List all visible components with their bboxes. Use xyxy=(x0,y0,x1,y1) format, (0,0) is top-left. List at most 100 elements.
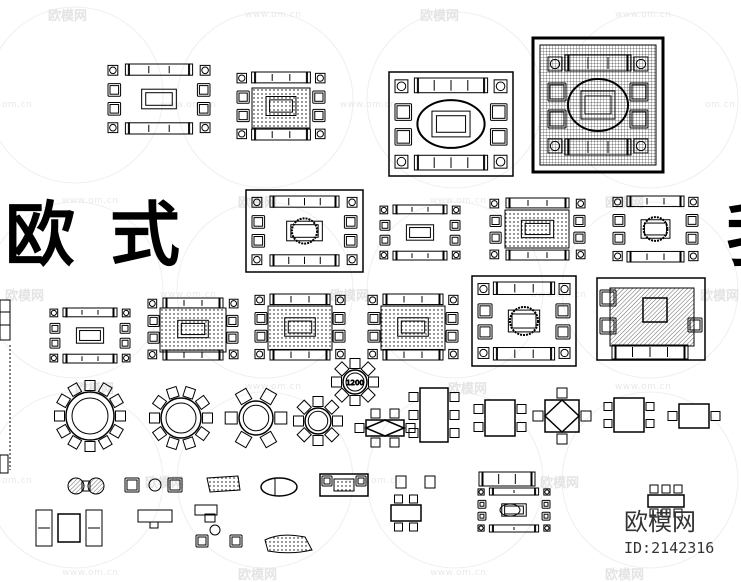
dining-chair xyxy=(234,430,253,449)
watermark-site: www.om.cn xyxy=(430,568,487,578)
dining-chair xyxy=(645,419,655,428)
coffee-table xyxy=(405,224,435,241)
watermark-site: www.om.cn xyxy=(245,382,302,392)
armchair xyxy=(254,311,268,325)
watermark-logo: 欧模网 xyxy=(605,196,645,211)
dining-chair xyxy=(449,410,460,420)
dining-chair xyxy=(54,410,65,422)
end-table xyxy=(451,205,461,215)
sofa-top xyxy=(564,54,632,72)
armchair xyxy=(254,329,268,343)
sofa-top xyxy=(382,293,444,306)
end-table xyxy=(394,79,409,94)
armchair xyxy=(367,311,381,325)
armchair xyxy=(541,511,551,521)
sofa-top xyxy=(392,204,448,215)
watermark-logo: 欧模网 xyxy=(238,196,278,211)
end-table xyxy=(254,294,265,306)
dining-chair xyxy=(67,434,83,450)
end-table xyxy=(558,283,571,295)
armchair xyxy=(612,231,626,245)
armchair xyxy=(445,311,459,325)
sofa-bottom xyxy=(488,524,540,533)
table-size-label: 1200 xyxy=(346,379,364,387)
end-table xyxy=(314,128,326,140)
armchair xyxy=(251,234,266,248)
armchair xyxy=(445,329,459,343)
end-table xyxy=(367,294,378,306)
title-char-partial-wrap: 我 xyxy=(726,200,741,280)
armchair xyxy=(107,102,122,116)
sofa-top xyxy=(626,195,685,208)
end-table xyxy=(547,56,563,72)
sofa-top xyxy=(413,77,489,94)
watermark-site: www.om.cn xyxy=(530,290,587,300)
round-dining-table: 1200 xyxy=(331,358,379,406)
dining-chair xyxy=(165,436,180,451)
end-table xyxy=(199,122,211,134)
dining-chair xyxy=(516,422,527,432)
living-room-set xyxy=(405,224,435,241)
armchair xyxy=(367,329,381,343)
dining-chair xyxy=(370,437,381,448)
partial-fixture xyxy=(0,299,11,341)
end-table xyxy=(477,524,485,532)
end-table xyxy=(394,154,409,169)
dining-chair xyxy=(710,411,721,421)
dining-chair xyxy=(182,385,197,400)
small-desk xyxy=(137,509,173,523)
coffee-table xyxy=(431,110,471,138)
dining-chair xyxy=(165,385,180,400)
armchair xyxy=(107,83,122,97)
sofa-top xyxy=(488,487,540,496)
armchair xyxy=(555,303,571,319)
watermark-logo: 欧模网 xyxy=(238,568,278,582)
sofa-top xyxy=(269,195,340,208)
armchair xyxy=(449,219,461,231)
armchair xyxy=(599,317,617,335)
dining-chair xyxy=(332,415,343,427)
living-room-set xyxy=(471,275,577,367)
round-dining-table xyxy=(224,387,288,449)
dining-chair xyxy=(394,522,403,532)
watermark-site: om.cn xyxy=(705,100,736,110)
armchair xyxy=(124,477,140,493)
armchair xyxy=(321,475,333,487)
end-table xyxy=(477,488,485,496)
round-dining-table xyxy=(149,385,213,451)
sofa-bottom xyxy=(505,249,570,261)
end-table xyxy=(49,353,59,363)
dining-chair xyxy=(349,358,361,369)
dining-chair xyxy=(673,484,683,494)
armchair xyxy=(49,337,61,349)
dining-chair xyxy=(151,394,168,411)
end-table xyxy=(489,198,500,209)
armchair xyxy=(477,499,487,509)
dining-chair xyxy=(151,425,168,442)
dining-chair xyxy=(56,393,72,409)
sofa-top xyxy=(62,307,118,318)
sofa xyxy=(35,509,53,547)
armchair xyxy=(343,215,358,229)
living-room-set xyxy=(75,327,105,344)
sofa-bottom xyxy=(564,138,632,156)
end-table xyxy=(448,294,459,306)
dining-chair xyxy=(274,411,288,425)
end-table xyxy=(612,250,623,262)
watermark-site: www.om.cn xyxy=(615,10,672,20)
rect-dining-table xyxy=(473,399,527,437)
dining-chair xyxy=(194,394,211,411)
armchair xyxy=(147,331,160,344)
armchair xyxy=(332,311,346,325)
armchair xyxy=(379,234,391,246)
coffee-table xyxy=(501,503,527,517)
armchair xyxy=(547,109,567,129)
dining-chair xyxy=(409,494,418,504)
sofa xyxy=(478,471,536,487)
dining-chair xyxy=(324,427,340,443)
armchair xyxy=(167,477,183,493)
living-room-set xyxy=(501,503,527,517)
dining-chair xyxy=(516,404,527,414)
